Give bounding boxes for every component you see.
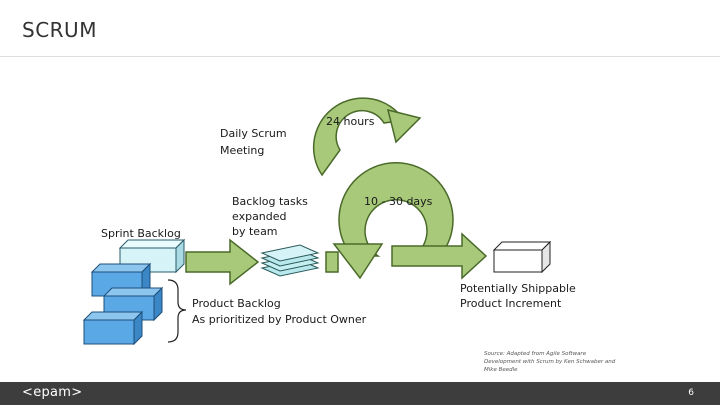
increment-label-2: Product Increment — [460, 297, 562, 310]
sprint-cycle-label: 10 - 30 days — [364, 195, 433, 208]
daily-cycle-arrow — [312, 97, 422, 177]
arrow-to-sprint — [325, 251, 339, 273]
daily-cycle-label: 24 hours — [326, 115, 375, 128]
title-divider — [0, 56, 720, 57]
increment-label-1: Potentially Shippable — [460, 282, 576, 295]
source-note-1: Source: Adapted from Agile Software — [484, 351, 587, 357]
daily-scrum-label-1: Daily Scrum — [220, 127, 287, 140]
backlog-tasks-label-2: expanded — [232, 210, 287, 223]
scrum-diagram: Daily Scrum Meeting 24 hours 10 - 30 day… — [82, 97, 616, 373]
backlog-tasks-stack — [260, 244, 320, 277]
epam-logo: <epam> — [22, 385, 83, 400]
product-backlog-label-1: Product Backlog — [192, 297, 281, 310]
backlog-tasks-label-3: by team — [232, 225, 278, 238]
source-note-2: Development with Scrum by Ken Schwaber a… — [484, 359, 616, 365]
product-backlog-boxes — [82, 262, 164, 346]
backlog-tasks-label-1: Backlog tasks — [232, 195, 308, 208]
product-increment-box — [492, 240, 552, 274]
arrow-to-backlog-tasks — [185, 238, 260, 286]
daily-scrum-label-2: Meeting — [220, 144, 264, 157]
product-backlog-label-2: As prioritized by Product Owner — [192, 313, 367, 326]
page-number: 6 — [688, 388, 694, 398]
footer-bar: <epam> 6 — [0, 382, 720, 405]
product-backlog-brace — [167, 279, 187, 343]
arrow-to-increment — [391, 232, 488, 280]
slide-title: SCRUM — [22, 18, 97, 42]
sprint-backlog-label: Sprint Backlog — [101, 227, 181, 240]
source-note-3: Mike Beedle — [484, 367, 518, 373]
